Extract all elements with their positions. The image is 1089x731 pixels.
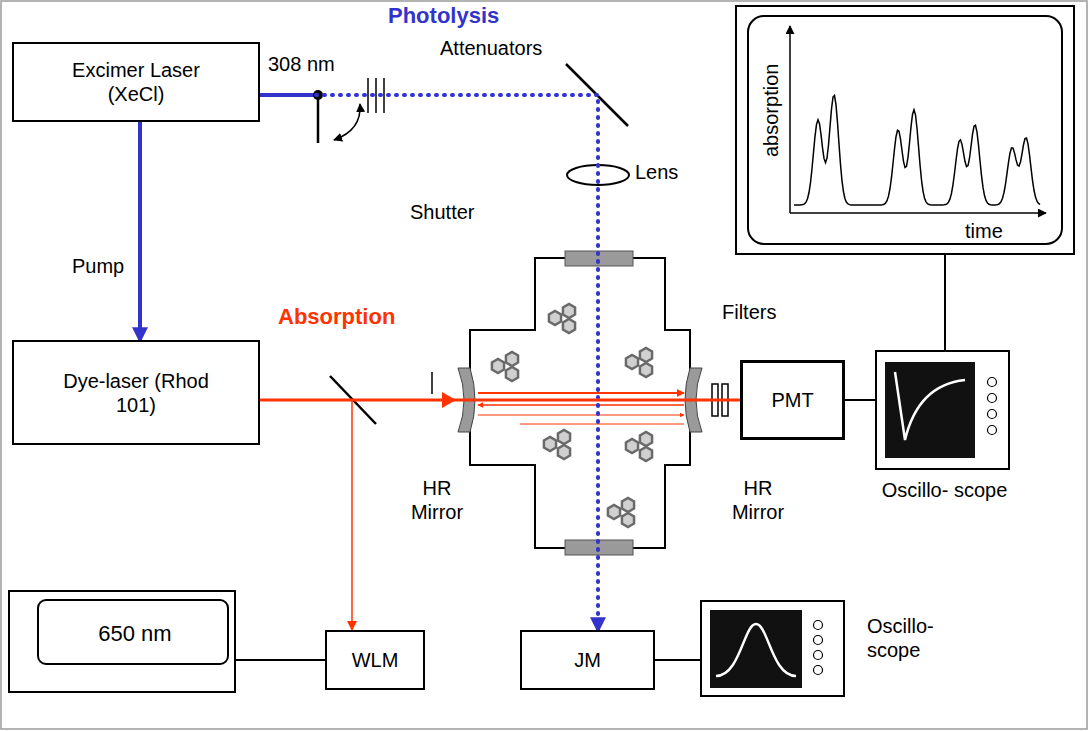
section-title: Absorption: [278, 304, 395, 330]
chart-axis: [789, 26, 791, 213]
part-label: HR Mirror: [402, 476, 472, 524]
molecule-icon: [563, 304, 575, 318]
attenuator-plate: [383, 78, 385, 113]
molecule-icon: [558, 445, 570, 459]
molecule-icon: [640, 348, 652, 362]
laser-box: Excimer Laser (XeCl): [12, 42, 260, 122]
node-label: time: [965, 219, 1003, 243]
oscilloscope: Oscillo- scope: [875, 350, 1010, 470]
node-label: Excimer Laser (XeCl): [51, 58, 221, 106]
signal-cable: [944, 255, 946, 350]
molecule-icon: [558, 430, 570, 444]
signal-cable: [845, 399, 875, 401]
attenuator-plate: [367, 78, 369, 113]
section-title: Photolysis: [388, 3, 499, 29]
molecule-icon: [640, 447, 652, 461]
reference-beam: [260, 400, 352, 630]
node-label: 650 nm: [40, 602, 230, 666]
cavity-reflection: [478, 392, 684, 394]
molecule-icon: [492, 359, 504, 373]
molecule-icon: [544, 437, 556, 451]
cavity-reflection: [520, 424, 684, 425]
detector-box: PMT: [740, 360, 845, 440]
cavity-reflection: [478, 404, 684, 406]
molecules: [492, 304, 652, 527]
molecule-icon: [563, 319, 575, 333]
scope-knob: [988, 378, 997, 387]
node-label: PMT: [771, 388, 813, 412]
node-label: WLM: [352, 648, 399, 672]
node-label: Dye-laser (Rhod 101): [51, 369, 221, 417]
scope-knob: [988, 410, 997, 419]
scope-knob: [988, 394, 997, 403]
scope-knob: [814, 636, 823, 645]
monitor-display: 650 nm: [8, 590, 236, 693]
pump-arrow: [138, 122, 142, 340]
instrument-box: JM: [520, 630, 655, 690]
part-label: Shutter: [410, 200, 474, 224]
scope-knob: [988, 426, 997, 435]
node-label: Oscillo- scope: [867, 614, 967, 662]
scope-trace: [716, 624, 796, 676]
edge-label: 308 nm: [268, 52, 335, 76]
laser-box: Dye-laser (Rhod 101): [12, 340, 260, 445]
reaction-cell: [470, 258, 690, 548]
molecule-icon: [622, 498, 634, 512]
signal-cable: [655, 659, 700, 661]
axis-label: absorption: [759, 64, 783, 157]
aperture: [431, 372, 433, 394]
molecule-icon: [640, 432, 652, 446]
monitor-screen: [748, 16, 1062, 244]
molecule-icon: [506, 367, 518, 381]
shutter-blade: [317, 95, 320, 143]
monitor-display: absorption time: [735, 5, 1075, 255]
chart-axis: [790, 212, 1046, 214]
edge-label: Pump: [72, 254, 124, 278]
shutter-motion-arrow: [334, 104, 360, 140]
photolysis-beam: [260, 95, 598, 630]
molecule-icon: [626, 439, 638, 453]
scope-knob: [814, 621, 823, 630]
node-label: JM: [574, 648, 601, 672]
instrument-box: WLM: [325, 630, 425, 690]
scope-trace: [895, 372, 965, 440]
cavity-reflection: [478, 414, 684, 415]
molecule-icon: [608, 505, 620, 519]
molecule-icon: [626, 355, 638, 369]
part-label: Lens: [635, 160, 678, 184]
scope-screen: [710, 610, 802, 688]
part-label: Filters: [722, 300, 776, 324]
part-label: Attenuators: [440, 36, 542, 60]
scope-screen: [885, 362, 975, 458]
molecule-icon: [622, 513, 634, 527]
absorption-trace: [794, 96, 1040, 205]
scope-knob: [814, 666, 823, 675]
scope-knob: [814, 651, 823, 660]
attenuator-plate: [375, 78, 377, 113]
molecule-icon: [549, 311, 561, 325]
molecule-icon: [506, 352, 518, 366]
oscilloscope: Oscillo- scope: [700, 600, 845, 697]
molecule-icon: [640, 363, 652, 377]
signal-cable: [236, 659, 325, 661]
part-label: HR Mirror: [718, 476, 798, 524]
node-label: Oscillo- scope: [877, 478, 1012, 502]
